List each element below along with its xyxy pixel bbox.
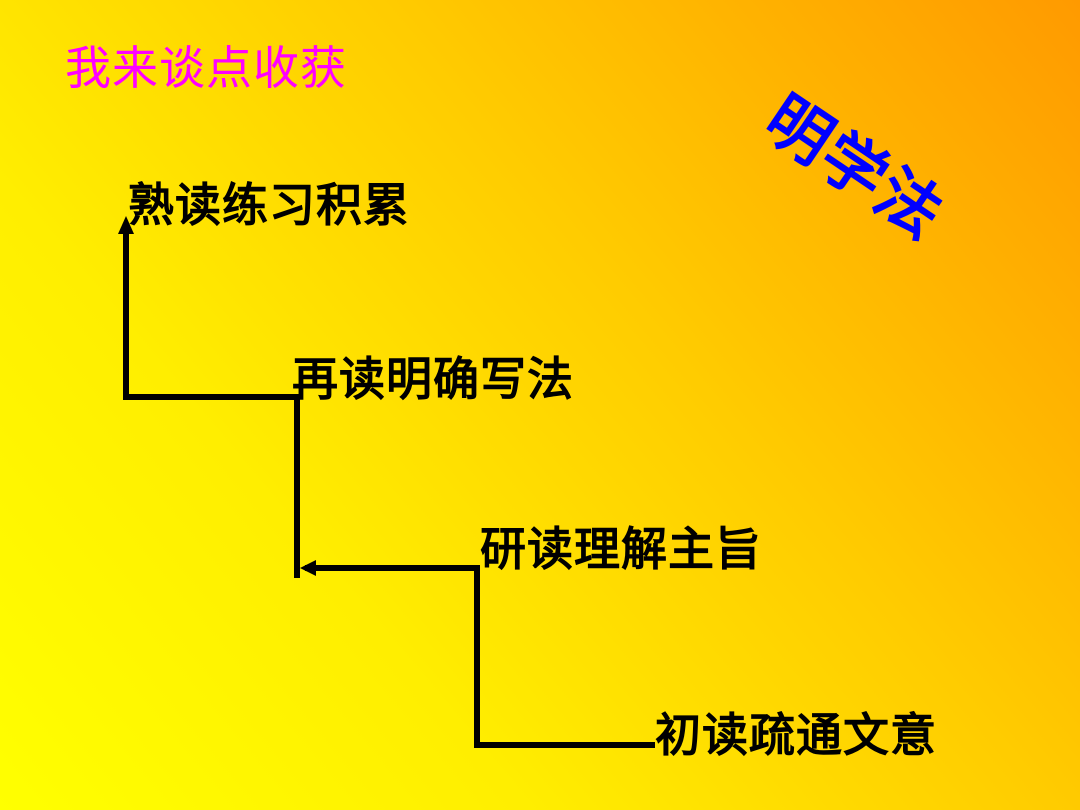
slide-subtitle: 我来谈点收获	[65, 41, 347, 95]
arrowhead-left-icon	[300, 560, 316, 576]
slide-stamp-title: 明学法	[751, 82, 957, 255]
step-label-first-reading: 初读疏通文意	[655, 708, 937, 762]
connector-line-2-to-3	[123, 228, 300, 578]
step-label-clarify-writing: 再读明确写法	[292, 352, 574, 406]
step-label-understand-theme: 研读理解主旨	[480, 522, 762, 576]
step-label-practice-accumulate: 熟读练习积累	[128, 178, 410, 232]
connector-line-1-to-2	[305, 565, 655, 748]
